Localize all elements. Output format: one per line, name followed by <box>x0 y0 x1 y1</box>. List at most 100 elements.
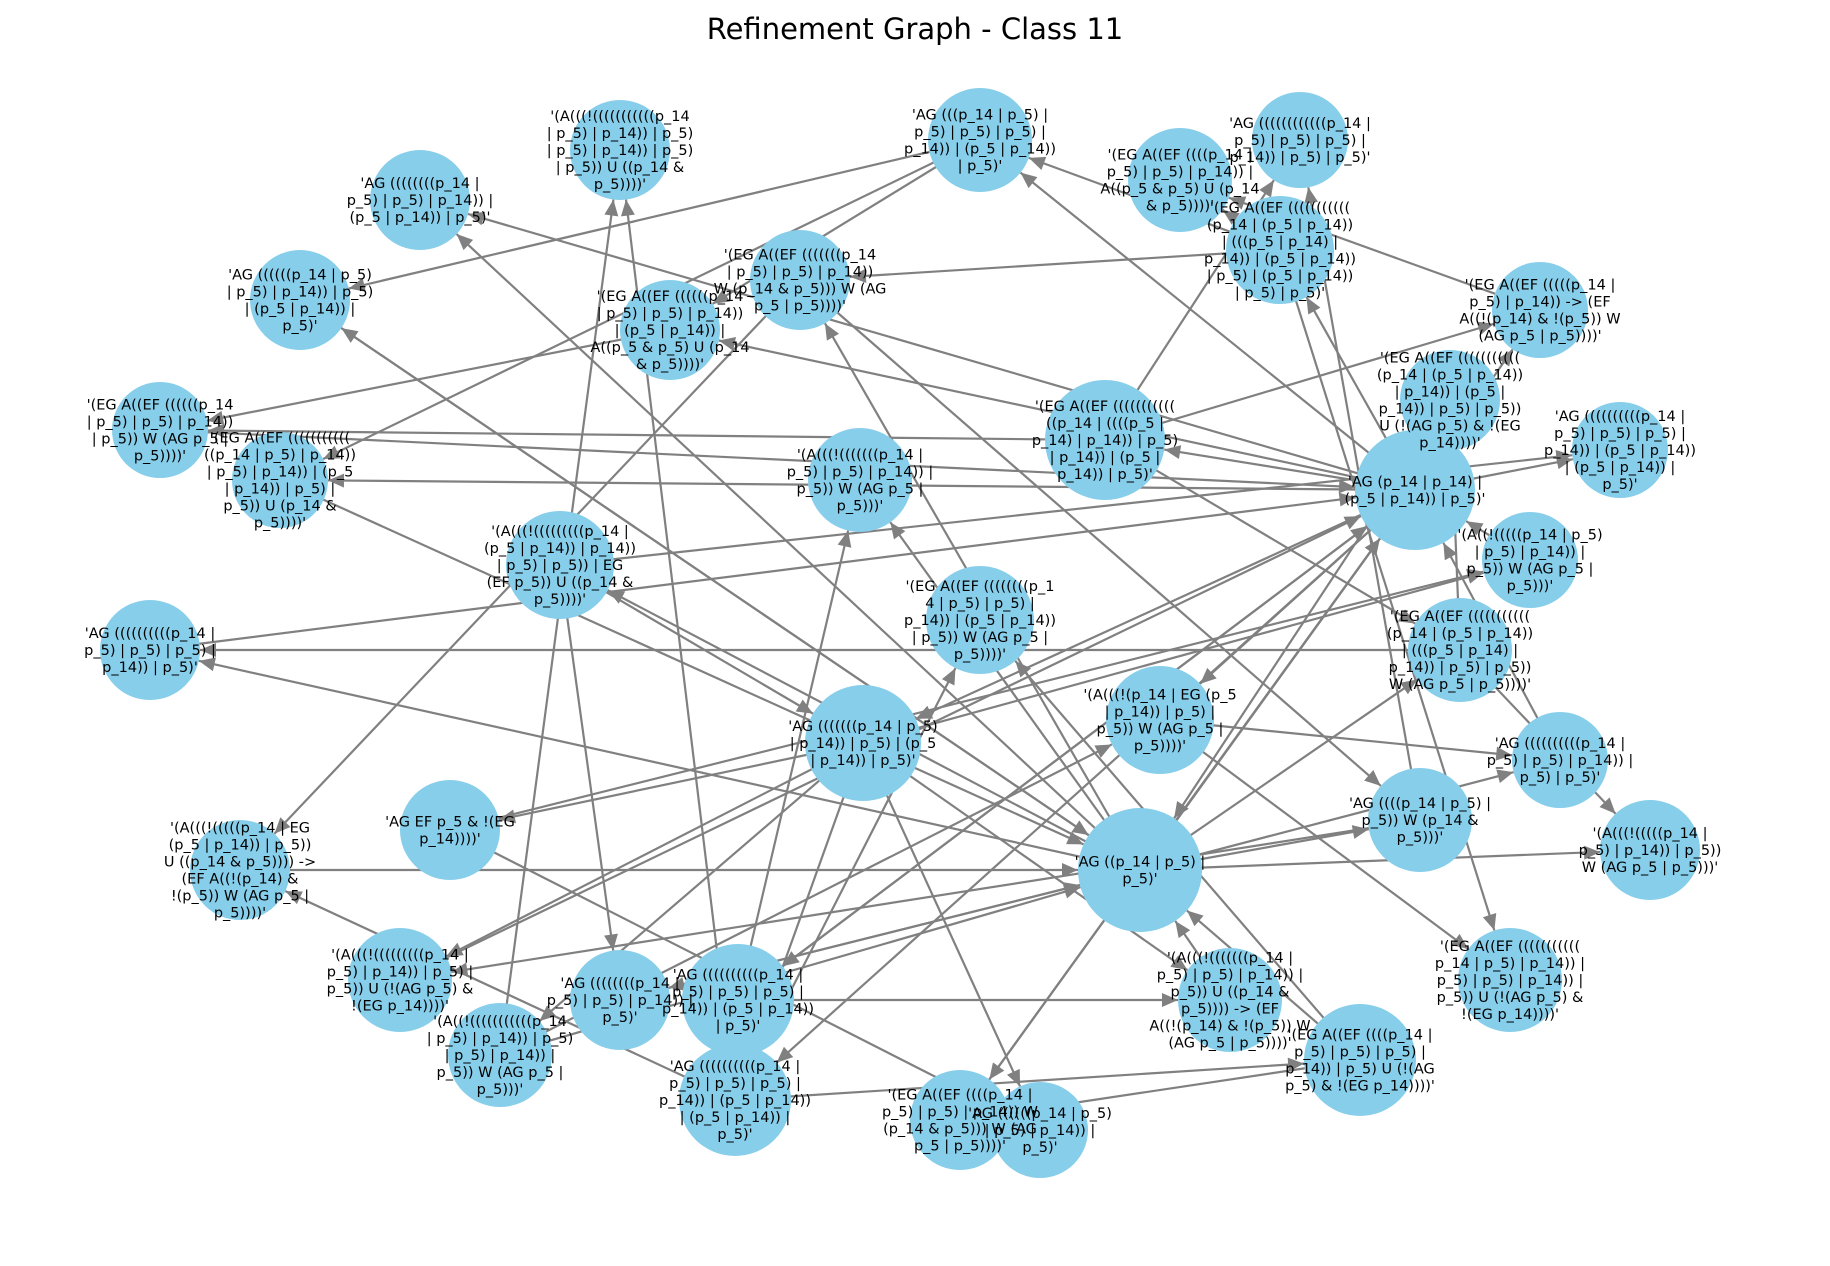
edge-arrowhead <box>1338 479 1356 494</box>
edge-arrowhead <box>1399 679 1418 695</box>
graph-edge <box>149 496 1356 652</box>
edge-arrowhead <box>198 657 216 672</box>
graph-node <box>1078 808 1202 932</box>
node-label: '(EG A((EF ((((((((((((p_14 | (p_5 | p_1… <box>1377 351 1523 452</box>
edge-arrowhead <box>1555 449 1573 464</box>
graph-node <box>250 250 350 350</box>
edge-arrowhead <box>1495 746 1513 761</box>
node-label: '(EG A((EF ((((((p_14| p_5) | p_5) | p_1… <box>87 398 234 465</box>
edge-arrowhead <box>1364 770 1381 786</box>
graph-edge <box>284 890 736 1101</box>
graph-node <box>1482 512 1578 608</box>
edge-arrowhead <box>1306 297 1321 315</box>
graph-edge <box>279 478 1084 846</box>
graph-node <box>1304 1004 1416 1116</box>
graph-node <box>1368 768 1472 872</box>
node-label: '(EG A((EF ((((p_14 |p_5) | p_5) | p_5) … <box>1285 1028 1435 1095</box>
edge-arrowhead <box>1304 187 1319 205</box>
node-label: 'AG ((((((((((p_14 |p_5) | p_5) | p_5) |… <box>659 1059 811 1143</box>
edge-arrowhead <box>1443 542 1458 561</box>
graph-node <box>1226 196 1334 304</box>
graph-node <box>190 820 290 920</box>
edge-arrowhead <box>327 473 345 488</box>
edge-arrowhead <box>795 699 813 714</box>
edge-arrowhead <box>1222 209 1240 225</box>
edge-arrowhead <box>712 289 730 304</box>
edge-arrowhead <box>1020 172 1038 189</box>
graph-node <box>992 1082 1088 1178</box>
graph-node <box>620 280 720 380</box>
node-label: 'AG (p_14 | p_14) |(p_5 | p_14)) | p_5)' <box>1344 475 1485 508</box>
graph-node <box>348 928 452 1032</box>
node-label: '(EG A((EF (((((((p_14| p_5) | p_5) | p_… <box>714 248 887 315</box>
graph-edge <box>1104 439 1416 625</box>
edge-arrowhead <box>941 668 956 686</box>
graph-edge <box>915 489 1416 720</box>
edge-arrowhead <box>1466 568 1484 583</box>
edge-arrowhead <box>1175 920 1191 939</box>
edge-arrowhead <box>1164 445 1182 460</box>
graph-edge <box>451 818 1421 974</box>
graph-edge <box>799 279 1382 787</box>
edge-arrowhead <box>1071 820 1089 836</box>
graph-edge <box>498 741 864 821</box>
node-label: 'AG (((((((p_14 | p_5)| p_14)) | p_5) | … <box>788 719 937 769</box>
edge-arrowhead <box>285 891 303 905</box>
edge-arrowhead <box>1476 321 1495 336</box>
graph-node <box>370 150 470 250</box>
edge-arrowhead <box>604 933 618 951</box>
edge-arrowhead <box>451 962 469 977</box>
graph-edge <box>737 525 1368 1001</box>
edge-arrowhead <box>1350 526 1368 542</box>
graph-edge <box>198 659 1141 872</box>
edge-arrowhead <box>824 323 840 341</box>
node-label: '(A(((!(p_14 | EG (p_5| p_14)) | p_5) |p… <box>1083 688 1236 755</box>
graph-node <box>750 230 850 330</box>
graph-edge <box>159 428 1356 489</box>
node-label: '(A(((!(((((((((((p_14| p_5) | p_14)) | … <box>547 109 694 193</box>
edge-arrowhead <box>456 234 474 251</box>
node-label: 'AG ((((((((((p_14 |p_5) | p_5) | p_5) |… <box>84 626 216 676</box>
graph-edge <box>862 742 1189 972</box>
edge-arrowhead <box>1228 196 1247 210</box>
graph-node <box>506 511 614 619</box>
node-label: '(A(((!(((((((((p_14 |p_5) | p_14)) | p_… <box>327 948 474 1015</box>
edge-arrowhead <box>1028 156 1047 170</box>
graph-edge <box>1019 171 1416 491</box>
graph-node <box>1572 402 1668 498</box>
edge-arrowhead <box>446 942 464 957</box>
graph-edge <box>558 564 615 951</box>
edge-arrowhead <box>1200 667 1217 684</box>
graph-node <box>1128 128 1232 232</box>
node-label: 'AG ((((((p_14 | p_5)| p_5) | p_14)) |p_… <box>968 1106 1112 1156</box>
graph-edge <box>467 212 1416 492</box>
edge-arrowhead <box>1170 955 1188 971</box>
node-label: 'AG ((p_14 | p_5) |p_5)' <box>1075 855 1206 888</box>
graph-node <box>1355 430 1475 550</box>
edge-arrowhead <box>1583 845 1601 860</box>
edge-arrowhead <box>1599 797 1616 814</box>
edge-arrowhead <box>200 643 216 657</box>
edge-arrowhead <box>890 522 906 540</box>
node-label: '(EG A((EF ((((((((((((p_14 | (p_5 | p_1… <box>1387 609 1533 693</box>
node-label: '(EG A((EF (((((((((((((p_14 | p_5) | p_… <box>204 431 356 532</box>
node-label: '(EG A((EF ((((((((((((p_14 | (p_5 | p_1… <box>1204 201 1356 302</box>
label-layer: 'AG (p_14 | p_14) |(p_5 | p_14)) | p_5)'… <box>84 108 1721 1157</box>
edge-arrowhead <box>1066 831 1084 845</box>
graph-edge <box>734 1062 1305 1102</box>
graph-node <box>679 1044 791 1156</box>
edge-arrowhead <box>1287 1057 1305 1072</box>
edge-arrowhead <box>1062 863 1078 877</box>
graph-edge <box>1139 850 1601 872</box>
graph-edge <box>1104 322 1495 442</box>
graph-node <box>805 685 921 801</box>
node-label: '(A((!(((((((((((p_14| p_5) | p_14)) | p… <box>427 1014 574 1098</box>
edge-arrowhead <box>207 423 225 438</box>
node-label: '(EG A((EF (((((((((((((p_14 | ((((p_5 |… <box>1032 399 1178 483</box>
graph-edge <box>736 530 850 1001</box>
edge-arrowhead <box>1338 492 1356 507</box>
graph-node <box>400 780 500 880</box>
node-label: '(EG A((EF ((((((p_14| p_5) | p_5) | p_1… <box>590 289 749 373</box>
graph-edge <box>498 199 615 1056</box>
